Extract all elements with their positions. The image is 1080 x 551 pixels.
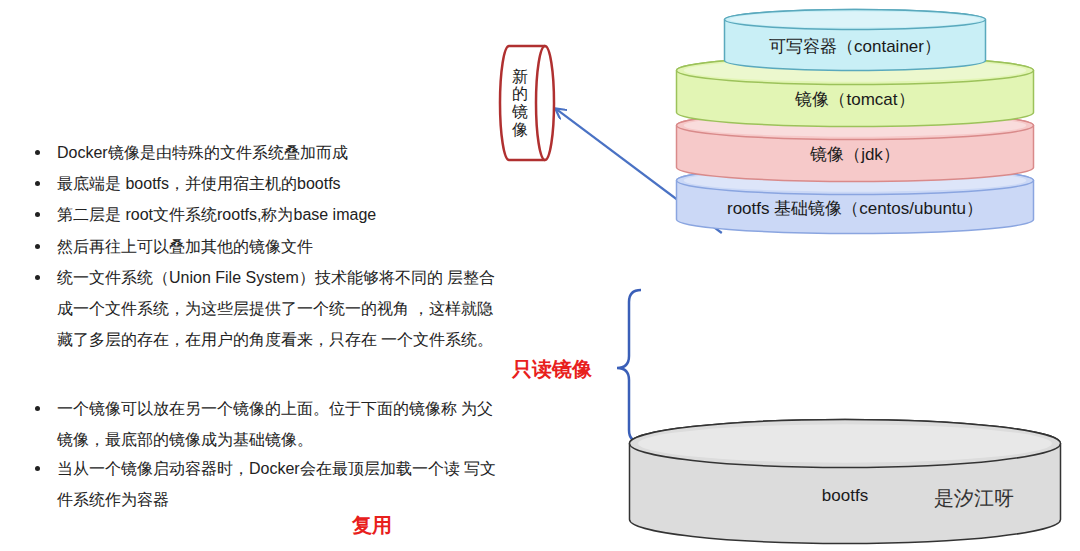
cylinder-body xyxy=(630,420,1061,544)
bullet-dot xyxy=(35,212,40,217)
cylinder-shine xyxy=(684,59,1027,81)
node-label: 镜像（tomcat） xyxy=(795,88,914,111)
cylinder-shine xyxy=(684,114,1027,136)
read-only-brace xyxy=(617,290,641,442)
cylinder-outline xyxy=(628,418,1062,545)
cylinder-body xyxy=(677,167,1034,234)
bullet-dot xyxy=(35,406,40,411)
cylinder-top xyxy=(677,112,1034,140)
container-layer: 可写容器（container） xyxy=(723,8,987,72)
cylinder-top xyxy=(725,10,986,30)
bullet-dot xyxy=(35,466,40,471)
bullet-dot xyxy=(35,244,40,249)
new-image-cylinder: 新的镜像 xyxy=(498,44,556,162)
watermark: 是汐江呀 xyxy=(934,485,1014,512)
read-only-label: 只读镜像 xyxy=(512,356,592,383)
bullet-text: 然后再往上可以叠加其他的镜像文件 xyxy=(57,231,507,262)
bullet-text: 第二层是 root文件系统rootfs,称为base image xyxy=(57,199,507,230)
bullet-dot xyxy=(35,275,40,280)
bullet-dot xyxy=(35,150,40,155)
bullet-text: 一个镜像可以放在另一个镜像的上面。位于下面的镜像称 为父镜像，最底部的镜像成为基… xyxy=(57,393,507,455)
node-label: rootfs 基础镜像（centos/ubuntu） xyxy=(727,197,983,220)
cylinder-top xyxy=(677,57,1034,85)
cylinder-body xyxy=(677,57,1034,127)
bullet-text: Docker镜像是由特殊的文件系统叠加而成 xyxy=(57,137,507,168)
cylinder-end xyxy=(536,46,554,160)
bullet-text: 统一文件系统（Union File System）技术能够将不同的 层整合成一个… xyxy=(57,262,507,355)
cylinder-top xyxy=(630,420,1061,468)
cylinder-body xyxy=(677,112,1034,182)
node-label: 新的镜像 xyxy=(512,68,528,138)
cylinder-body xyxy=(725,10,986,71)
node-label: 镜像（jdk） xyxy=(810,143,900,166)
node-label: 可写容器（container） xyxy=(769,35,941,58)
cylinder-shine xyxy=(684,169,1027,191)
cylinder-shine xyxy=(638,424,1052,462)
cylinder-shine xyxy=(730,12,981,28)
cylinder-top xyxy=(677,167,1034,195)
bootfs-layer: bootfs xyxy=(628,418,1062,545)
reuse-label: 复用 xyxy=(352,512,392,539)
bullet-dot xyxy=(35,181,40,186)
bullet-text: 当从一个镜像启动容器时，Docker会在最顶层加载一个读 写文件系统作为容器 xyxy=(57,453,507,515)
node-label: bootfs xyxy=(822,486,868,506)
bullet-text: 最底端是 bootfs，并使用宿主机的bootfs xyxy=(57,168,507,199)
